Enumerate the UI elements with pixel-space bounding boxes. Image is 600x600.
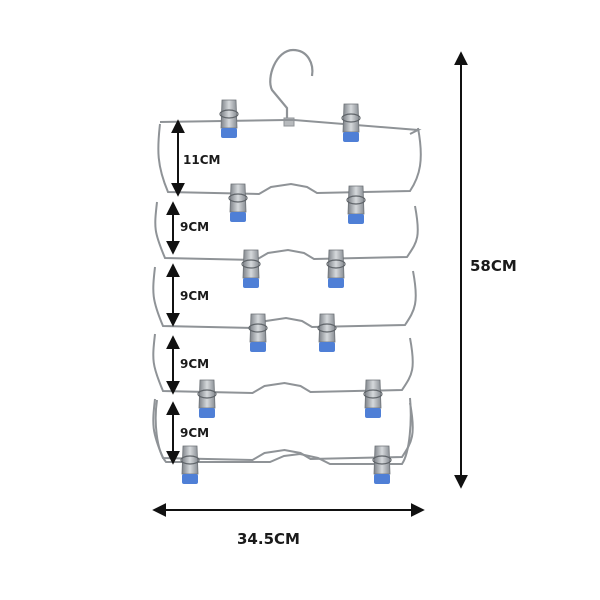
hanger-tiers — [152, 119, 422, 465]
clip-1 — [219, 99, 239, 138]
tier-bar-3 — [152, 266, 417, 330]
dimension-labels: 58CM 34.5CM 11CM 9CM 9CM 9CM 9CM — [180, 153, 517, 548]
tier-bar-5 — [152, 398, 414, 462]
clip-11 — [180, 445, 200, 484]
hanger-hook — [269, 48, 314, 127]
clip-5 — [241, 249, 261, 288]
tier-gap-label-4: 9CM — [180, 357, 209, 371]
dimension-arrows — [152, 51, 468, 517]
clip-4 — [346, 185, 366, 224]
clip-9 — [197, 379, 217, 418]
tier-gap-label-2: 9CM — [180, 220, 209, 234]
total-width-label: 34.5CM — [237, 530, 300, 548]
tier-bar-2 — [154, 201, 419, 262]
tier-bar-4 — [152, 333, 414, 395]
clip-6 — [326, 249, 346, 288]
tier-gap-label-1: 11CM — [183, 153, 220, 167]
clip-8 — [317, 313, 337, 352]
tier-gap-label-5: 9CM — [180, 426, 209, 440]
clip-10 — [363, 379, 383, 418]
clip-7 — [248, 313, 268, 352]
tier-bar-top — [159, 119, 422, 135]
tier-gap-label-3: 9CM — [180, 289, 209, 303]
clip-2 — [341, 103, 361, 142]
total-height-label: 58CM — [470, 257, 517, 275]
tier-bar-bottom — [154, 397, 412, 465]
clip-12 — [372, 445, 392, 484]
tier-bar-1 — [157, 123, 422, 196]
hanger-clips — [180, 99, 392, 484]
clip-3 — [228, 183, 248, 222]
